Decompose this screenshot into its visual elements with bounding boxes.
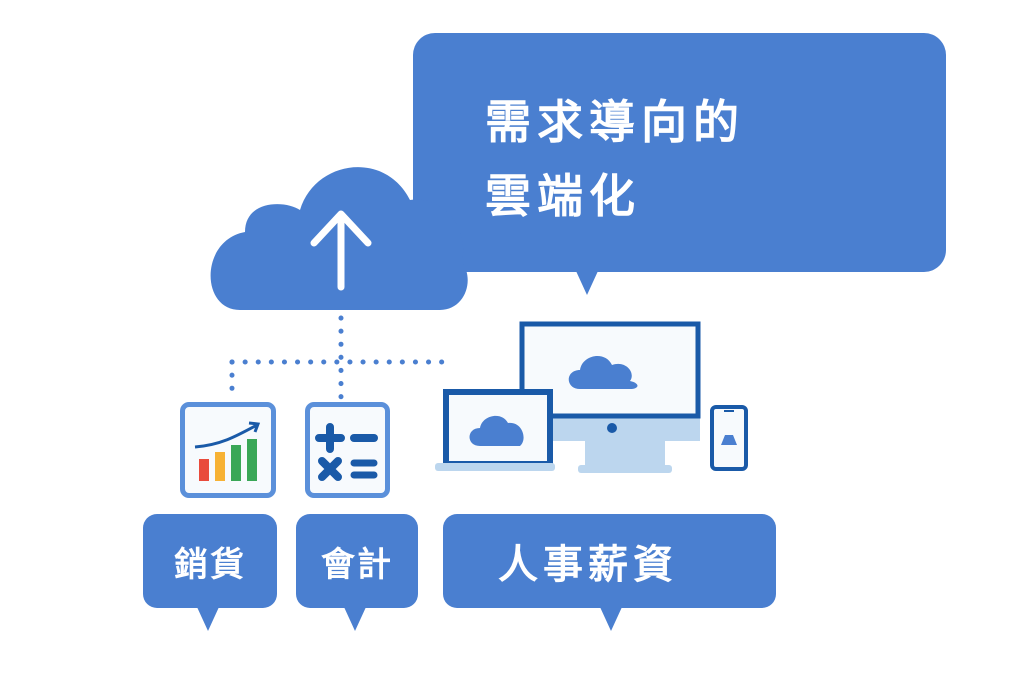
label-accounting-tail [344,607,366,631]
monitor-icon [519,321,701,473]
label-hr-payroll-text: 人事薪資 [498,542,678,588]
headline-bubble: 需求導向的 雲端化 [413,33,946,272]
calculator-icon [305,402,390,498]
devices-illustration [435,321,748,473]
headline-text: 需求導向的 雲端化 [485,85,745,233]
laptop-icon [435,389,555,471]
sales-chart-icon [180,402,276,498]
dotted-connector [229,315,455,401]
label-accounting-text: 會計 [321,544,393,585]
label-sales: 銷貨 [143,514,277,608]
label-accounting: 會計 [296,514,418,608]
label-sales-tail [197,607,219,631]
headline-line1: 需求導向的 [485,95,745,149]
label-hr-payroll-tail [600,607,622,631]
phone-icon [710,405,748,471]
headline-line2: 雲端化 [485,169,641,223]
label-hr-payroll: 人事薪資 [443,514,776,608]
label-sales-text: 銷貨 [174,544,246,585]
headline-bubble-tail [576,271,598,295]
